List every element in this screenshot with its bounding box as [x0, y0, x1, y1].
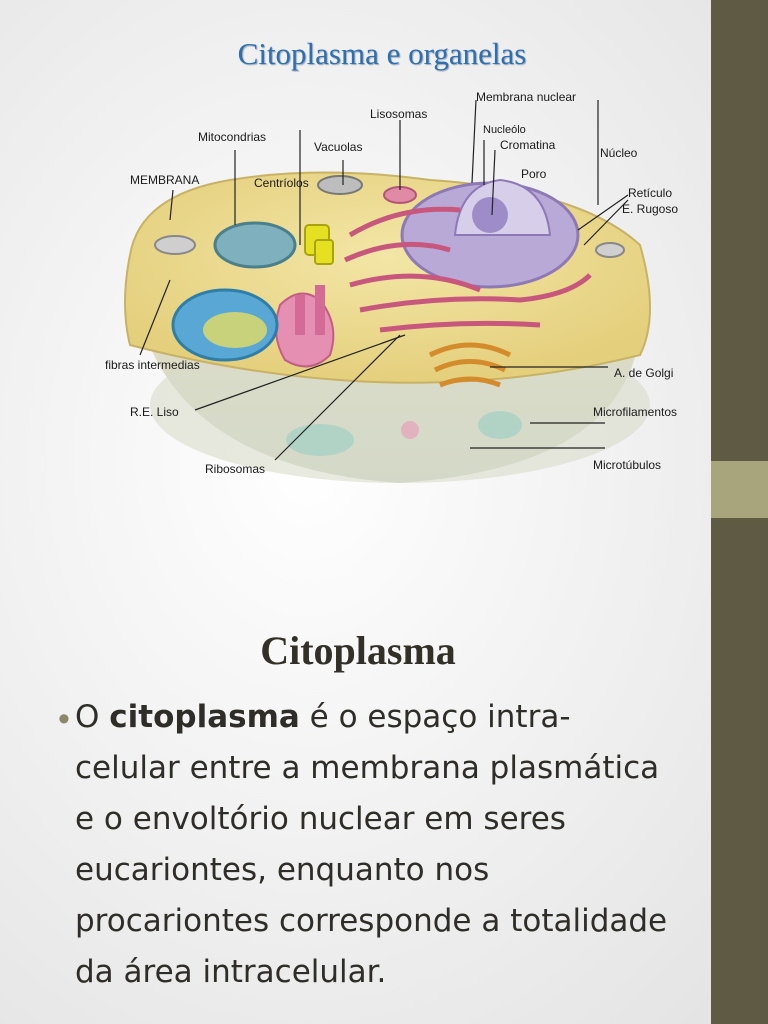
label-ribosomas: Ribosomas [205, 462, 266, 476]
leader-lines [139, 99, 629, 461]
label-centriolos: Centríolos [254, 176, 309, 190]
label-microtubulos: Microtúbulos [593, 458, 662, 472]
label-mitocondrias: Mitocondrias [198, 130, 267, 144]
bullet-text: O citoplasma é o espaço intra-celular en… [75, 692, 675, 998]
bullet-rest: é o espaço intra-celular entre a membran… [75, 699, 668, 990]
label-nucleolo: Nucleólo [483, 124, 526, 136]
label-golgi: A. de Golgi [614, 366, 674, 380]
slide-side-accent [711, 461, 768, 518]
label-re-liso: R.E. Liso [130, 405, 179, 419]
label-membrana: MEMBRANA [130, 173, 200, 187]
label-lisosomas: Lisosomas [370, 107, 428, 121]
label-vacuolas: Vacuolas [314, 140, 363, 154]
rough-er [343, 206, 592, 333]
cell-diagram [124, 99, 651, 483]
label-fibras-intermedias: fibras intermedias [105, 358, 200, 372]
label-cromatina: Cromatina [500, 138, 556, 152]
bullet-prefix: O [75, 699, 110, 735]
label-microfilamentos: Microfilamentos [593, 405, 678, 419]
bullet-icon: • [58, 700, 70, 738]
label-membrana-nuclear: Membrana nuclear [476, 90, 577, 104]
bullet-bold-term: citoplasma [109, 699, 300, 735]
label-reticulo: Retículo [628, 186, 673, 200]
label-e-rugoso: E. Rugoso [622, 202, 679, 216]
centrioles [304, 224, 334, 265]
label-poro: Poro [521, 167, 547, 181]
label-nucleo: Núcleo [600, 146, 638, 160]
mitochondria-1 [213, 221, 297, 269]
vacuole [317, 175, 363, 195]
slide-heading: Citoplasma [260, 628, 456, 673]
diagram-title: Citoplasma e organelas [237, 36, 527, 71]
